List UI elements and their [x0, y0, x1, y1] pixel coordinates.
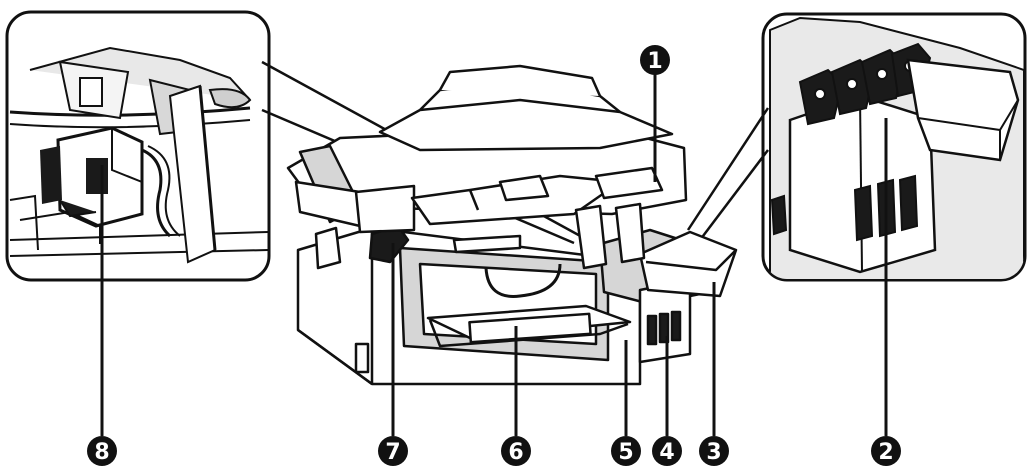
callout-label-6: 6	[508, 440, 523, 465]
leader-lines	[391, 74, 716, 436]
zoom-line-right-bottom	[699, 149, 769, 241]
callout-label-5: 5	[618, 440, 633, 465]
callout-4: 4	[652, 436, 682, 466]
callout-6: 6	[501, 436, 531, 466]
callout-label-8: 8	[94, 440, 109, 465]
callout-label-4: 4	[659, 440, 674, 465]
callout-2: 2	[871, 436, 901, 466]
callout-7: 7	[378, 436, 408, 466]
callout-1: 1	[640, 45, 670, 75]
inset-left-print-head	[5, 10, 271, 436]
callout-label-1: 1	[647, 49, 662, 74]
callout-3: 3	[699, 436, 729, 466]
printer-main-illustration	[286, 64, 738, 386]
inset-right-ink-tank-caps	[761, 12, 1027, 436]
callout-label-7: 7	[385, 440, 400, 465]
zoom-line-right-top	[686, 107, 770, 231]
callout-5: 5	[611, 436, 641, 466]
callout-8: 8	[87, 436, 117, 466]
callout-label-2: 2	[878, 440, 893, 465]
callout-label-3: 3	[706, 440, 721, 465]
